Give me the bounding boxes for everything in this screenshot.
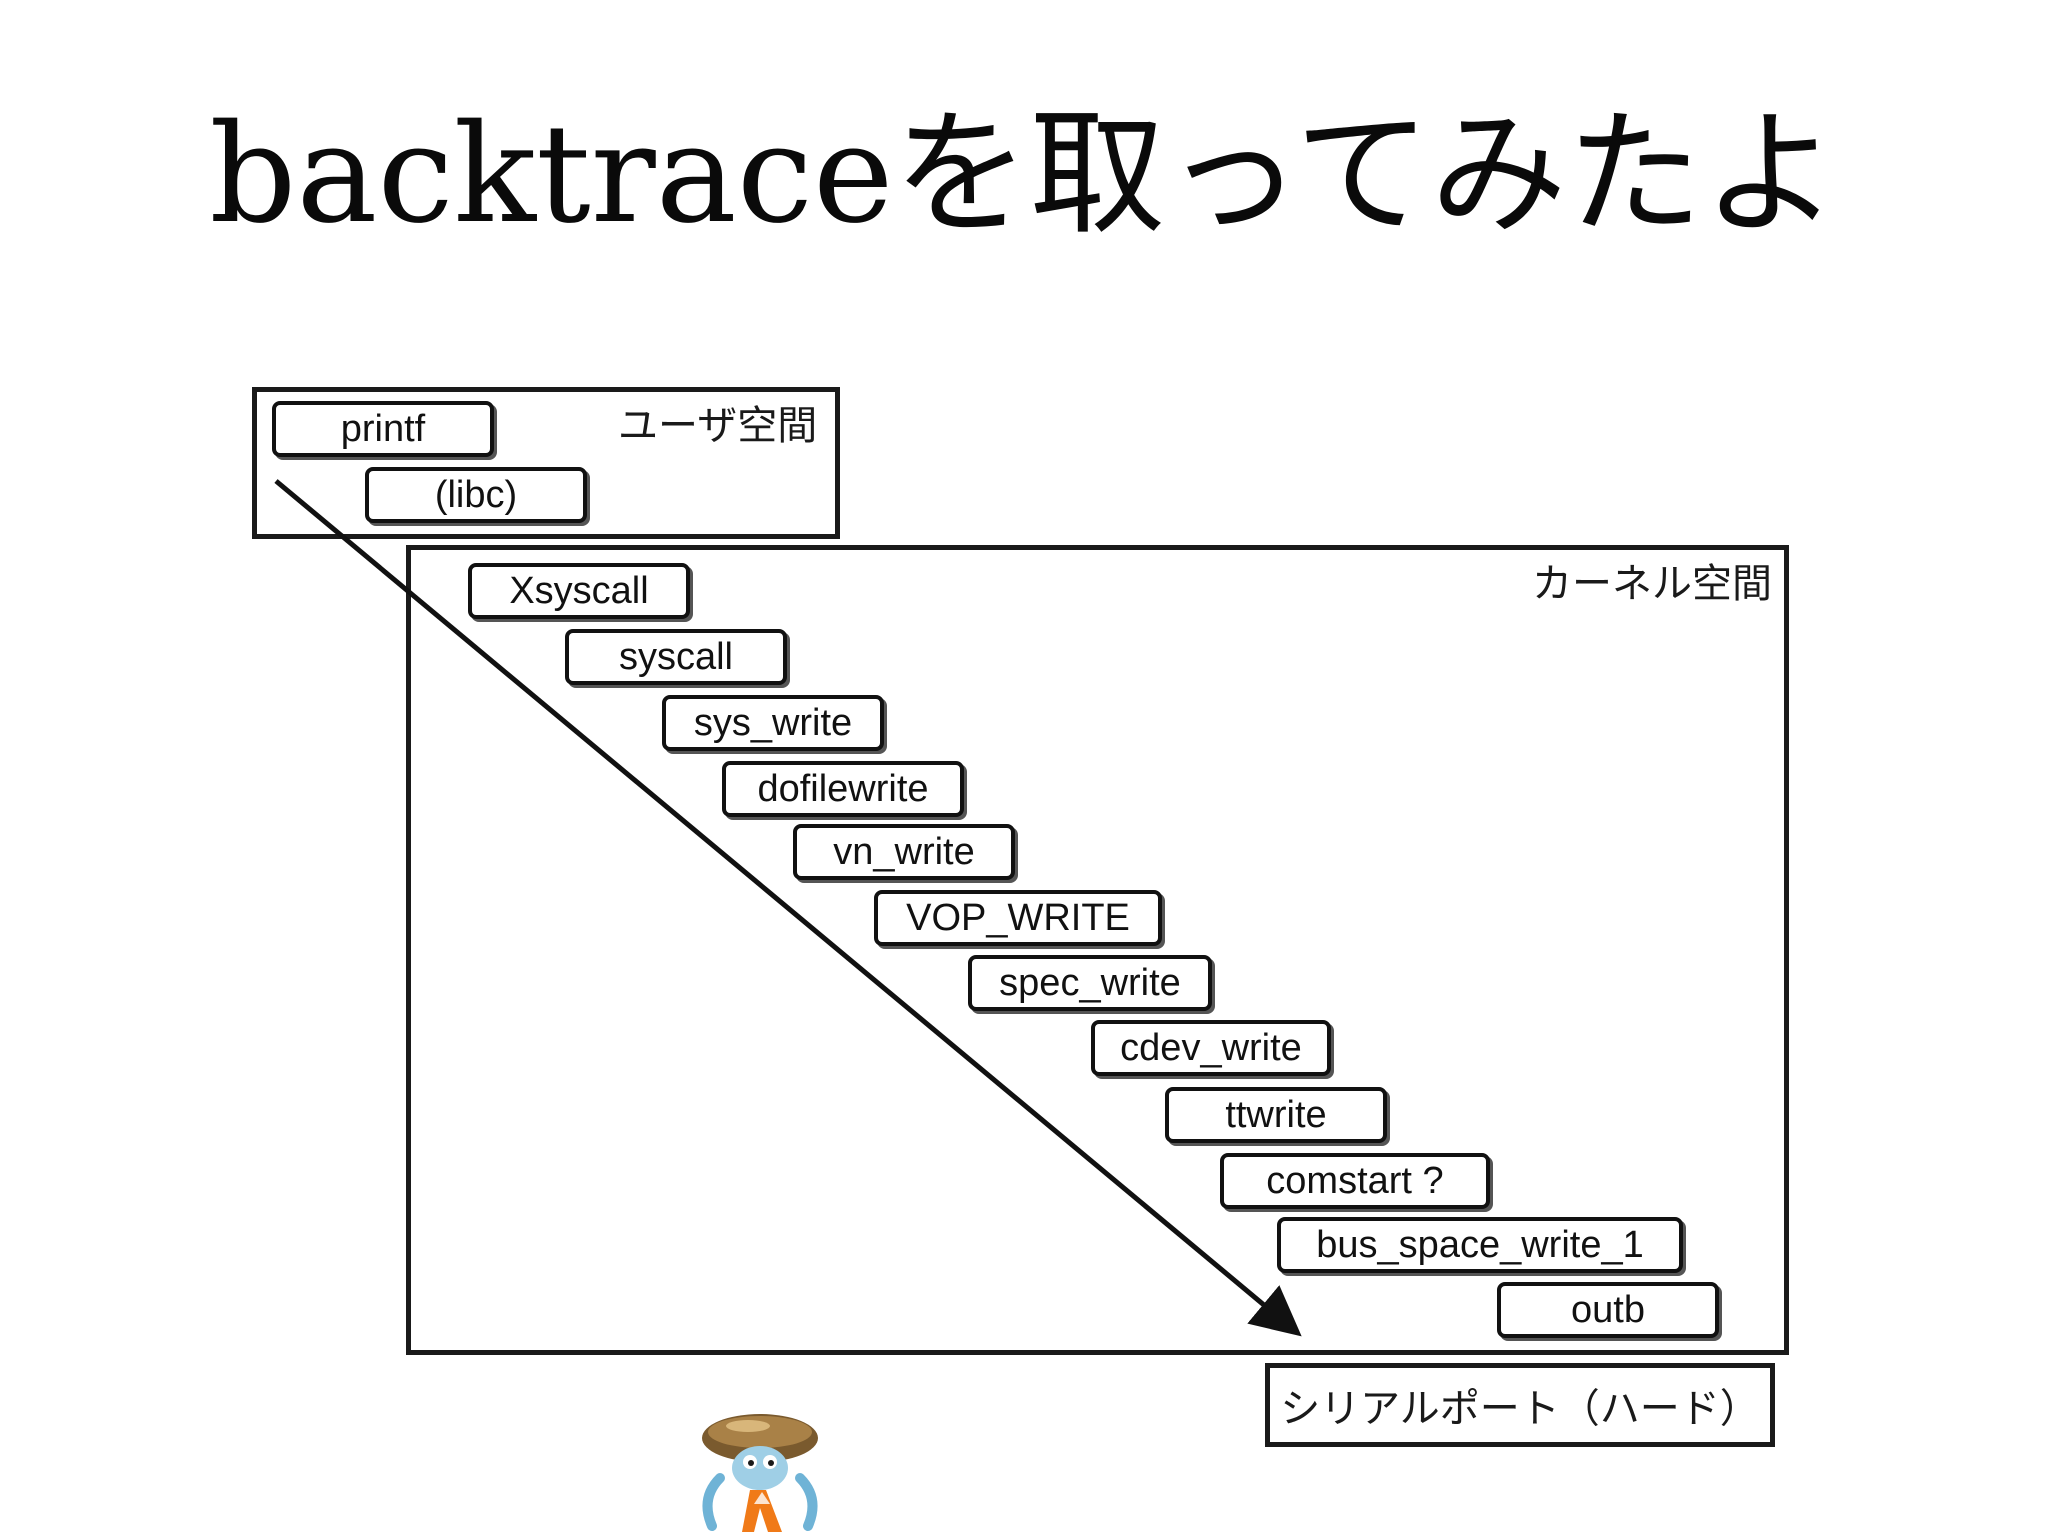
hermit-crab-mascot-icon <box>702 1414 818 1532</box>
function-box-printf: printf <box>272 401 494 457</box>
function-box-vn-write: vn_write <box>793 824 1015 880</box>
function-box-xsyscall: Xsyscall <box>468 563 690 619</box>
function-box-cdev-write: cdev_write <box>1091 1020 1331 1076</box>
function-box-comstart: comstart ? <box>1220 1153 1490 1209</box>
slide-title: backtraceを取ってみたよ <box>209 96 1839 254</box>
function-box-outb: outb <box>1497 1282 1719 1338</box>
function-box-bus-space-write-1: bus_space_write_1 <box>1277 1217 1683 1273</box>
kernel-space-label: カーネル空間 <box>1532 561 1772 607</box>
function-box-libc: (libc) <box>365 467 587 523</box>
serial-port-hardware-box: シリアルポート（ハード） <box>1265 1363 1775 1447</box>
function-box-sys-write: sys_write <box>662 695 884 751</box>
function-box-ttwrite: ttwrite <box>1165 1087 1387 1143</box>
function-box-spec-write: spec_write <box>968 955 1212 1011</box>
function-box-syscall: syscall <box>565 629 787 685</box>
user-space-label: ユーザ空間 <box>618 403 818 449</box>
function-box-vop-write: VOP_WRITE <box>874 890 1162 946</box>
function-box-dofilewrite: dofilewrite <box>722 761 964 817</box>
